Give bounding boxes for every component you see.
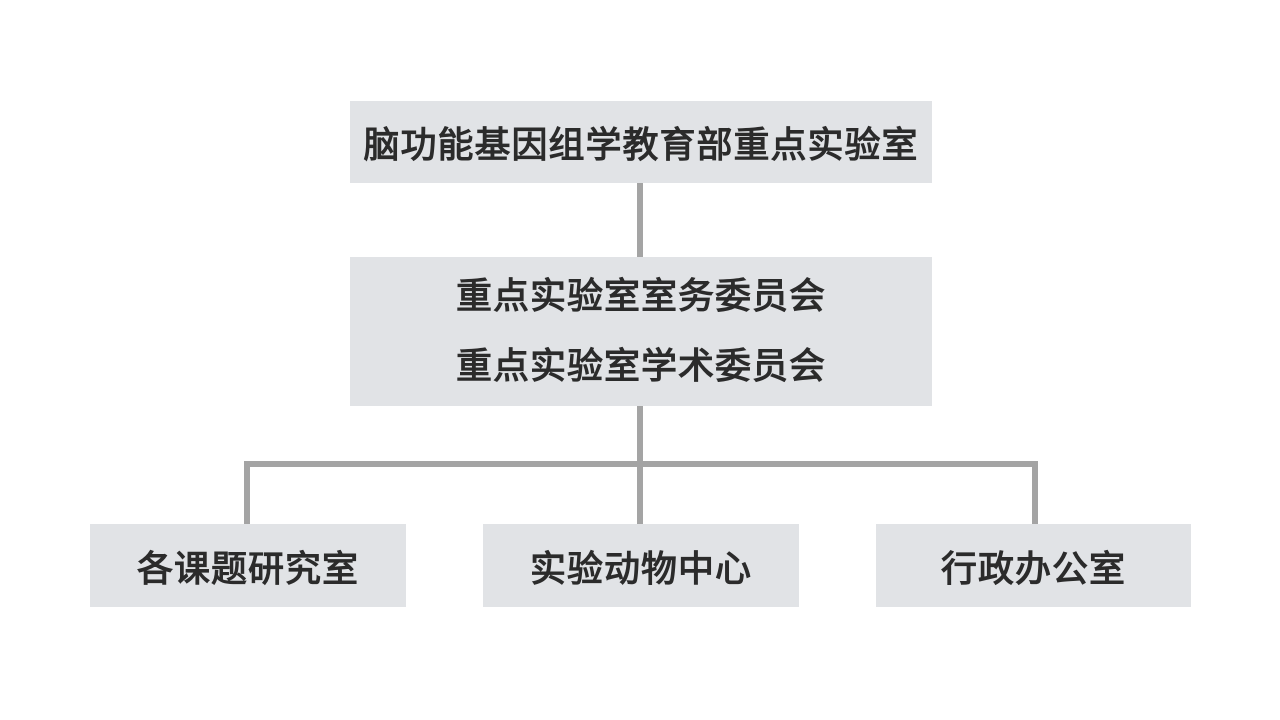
- connector-branch-horizontal: [244, 461, 1038, 467]
- org-node-animal-center: 实验动物中心: [483, 524, 799, 607]
- committee-academic-label: 重点实验室学术委员会: [455, 345, 826, 387]
- org-node-animal-center-label: 实验动物中心: [529, 548, 752, 590]
- connector-top-to-middle: [637, 183, 643, 257]
- connector-left-branch: [244, 461, 250, 524]
- org-node-research-labs-label: 各课题研究室: [136, 548, 359, 590]
- org-node-research-labs: 各课题研究室: [90, 524, 406, 607]
- org-node-committees: 重点实验室室务委员会 重点实验室学术委员会: [350, 257, 932, 406]
- org-node-admin-office: 行政办公室: [876, 524, 1191, 607]
- org-node-top: 脑功能基因组学教育部重点实验室: [350, 101, 932, 183]
- connector-right-branch: [1032, 461, 1038, 524]
- committee-affairs-label: 重点实验室室务委员会: [455, 275, 826, 317]
- org-node-top-label: 脑功能基因组学教育部重点实验室: [363, 125, 919, 166]
- org-node-admin-office-label: 行政办公室: [940, 548, 1126, 590]
